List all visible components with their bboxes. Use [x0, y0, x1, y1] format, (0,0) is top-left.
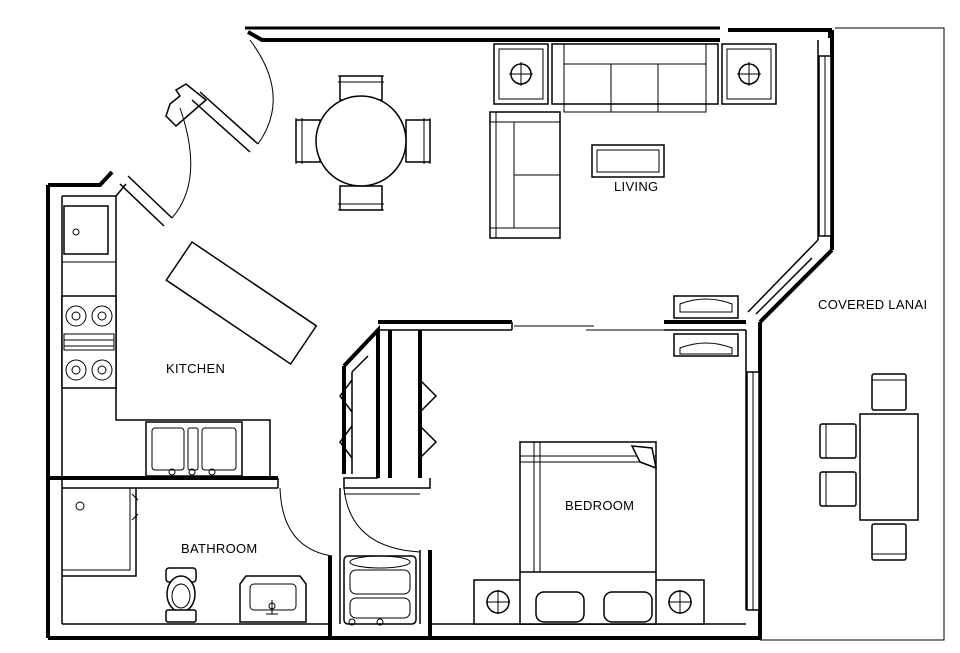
stove	[61, 295, 117, 389]
kitchen-fixtures	[61, 196, 318, 477]
room-label-bedroom: BEDROOM	[565, 498, 634, 513]
burner-icon	[65, 305, 113, 381]
door-swings	[61, 487, 421, 557]
sofa	[551, 43, 719, 105]
pillow	[603, 591, 653, 623]
kitchen-island	[165, 240, 318, 366]
entry-door	[119, 39, 274, 227]
refrigerator	[63, 205, 109, 255]
pillow	[535, 591, 585, 623]
dining-table	[295, 75, 431, 211]
lanai-table	[859, 413, 919, 521]
room-label-bathroom: BATHROOM	[181, 541, 258, 556]
dining-chair-bottom	[339, 185, 383, 211]
bathroom-sink	[239, 575, 307, 623]
dining-chair-right	[405, 119, 431, 163]
bedroom-closet	[673, 295, 739, 357]
lanai-dining	[819, 373, 919, 561]
bathroom-fixtures	[75, 493, 417, 626]
living-furniture	[489, 43, 777, 239]
room-label-living: LIVING	[614, 179, 658, 194]
room-label-lanai: COVERED LANAI	[818, 297, 927, 312]
bedroom-furniture	[473, 441, 705, 625]
exterior-walls	[46, 26, 834, 640]
lanai-chair	[871, 373, 907, 411]
washer	[343, 555, 417, 626]
room-label-kitchen: KITCHEN	[166, 361, 225, 376]
kitchen-sink	[145, 421, 243, 477]
interior-walls	[48, 320, 746, 638]
lanai-chair	[871, 523, 907, 561]
lanai-chair	[819, 423, 857, 459]
lanai-chair	[819, 471, 857, 507]
lanai-outline	[760, 27, 945, 641]
toilet	[165, 567, 197, 623]
